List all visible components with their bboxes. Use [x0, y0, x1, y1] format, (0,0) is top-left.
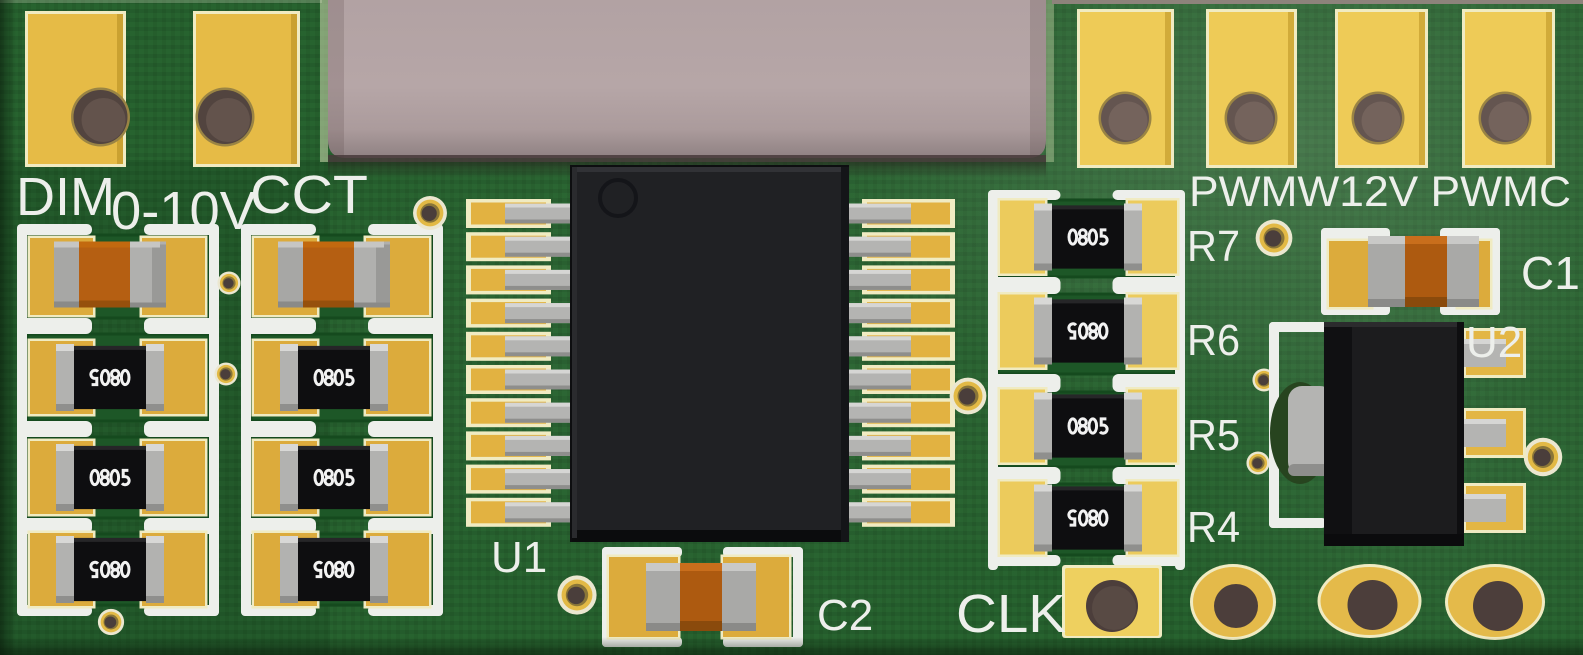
svg-text:U1: U1	[491, 533, 547, 582]
svg-text:R7: R7	[1187, 222, 1240, 271]
svg-text:CCT: CCT	[250, 165, 368, 225]
svg-text:CLK: CLK	[956, 584, 1066, 644]
svg-text:PWMW12V PWMC: PWMW12V PWMC	[1189, 168, 1571, 216]
svg-text:C1: C1	[1521, 247, 1580, 299]
svg-text:R6: R6	[1187, 316, 1240, 365]
svg-text:R4: R4	[1187, 503, 1240, 552]
svg-text:DIM: DIM	[16, 167, 115, 227]
svg-text:C2: C2	[817, 591, 873, 640]
svg-text:0-10V: 0-10V	[111, 181, 256, 241]
svg-text:R5: R5	[1187, 411, 1240, 460]
svg-text:U2: U2	[1466, 318, 1522, 367]
